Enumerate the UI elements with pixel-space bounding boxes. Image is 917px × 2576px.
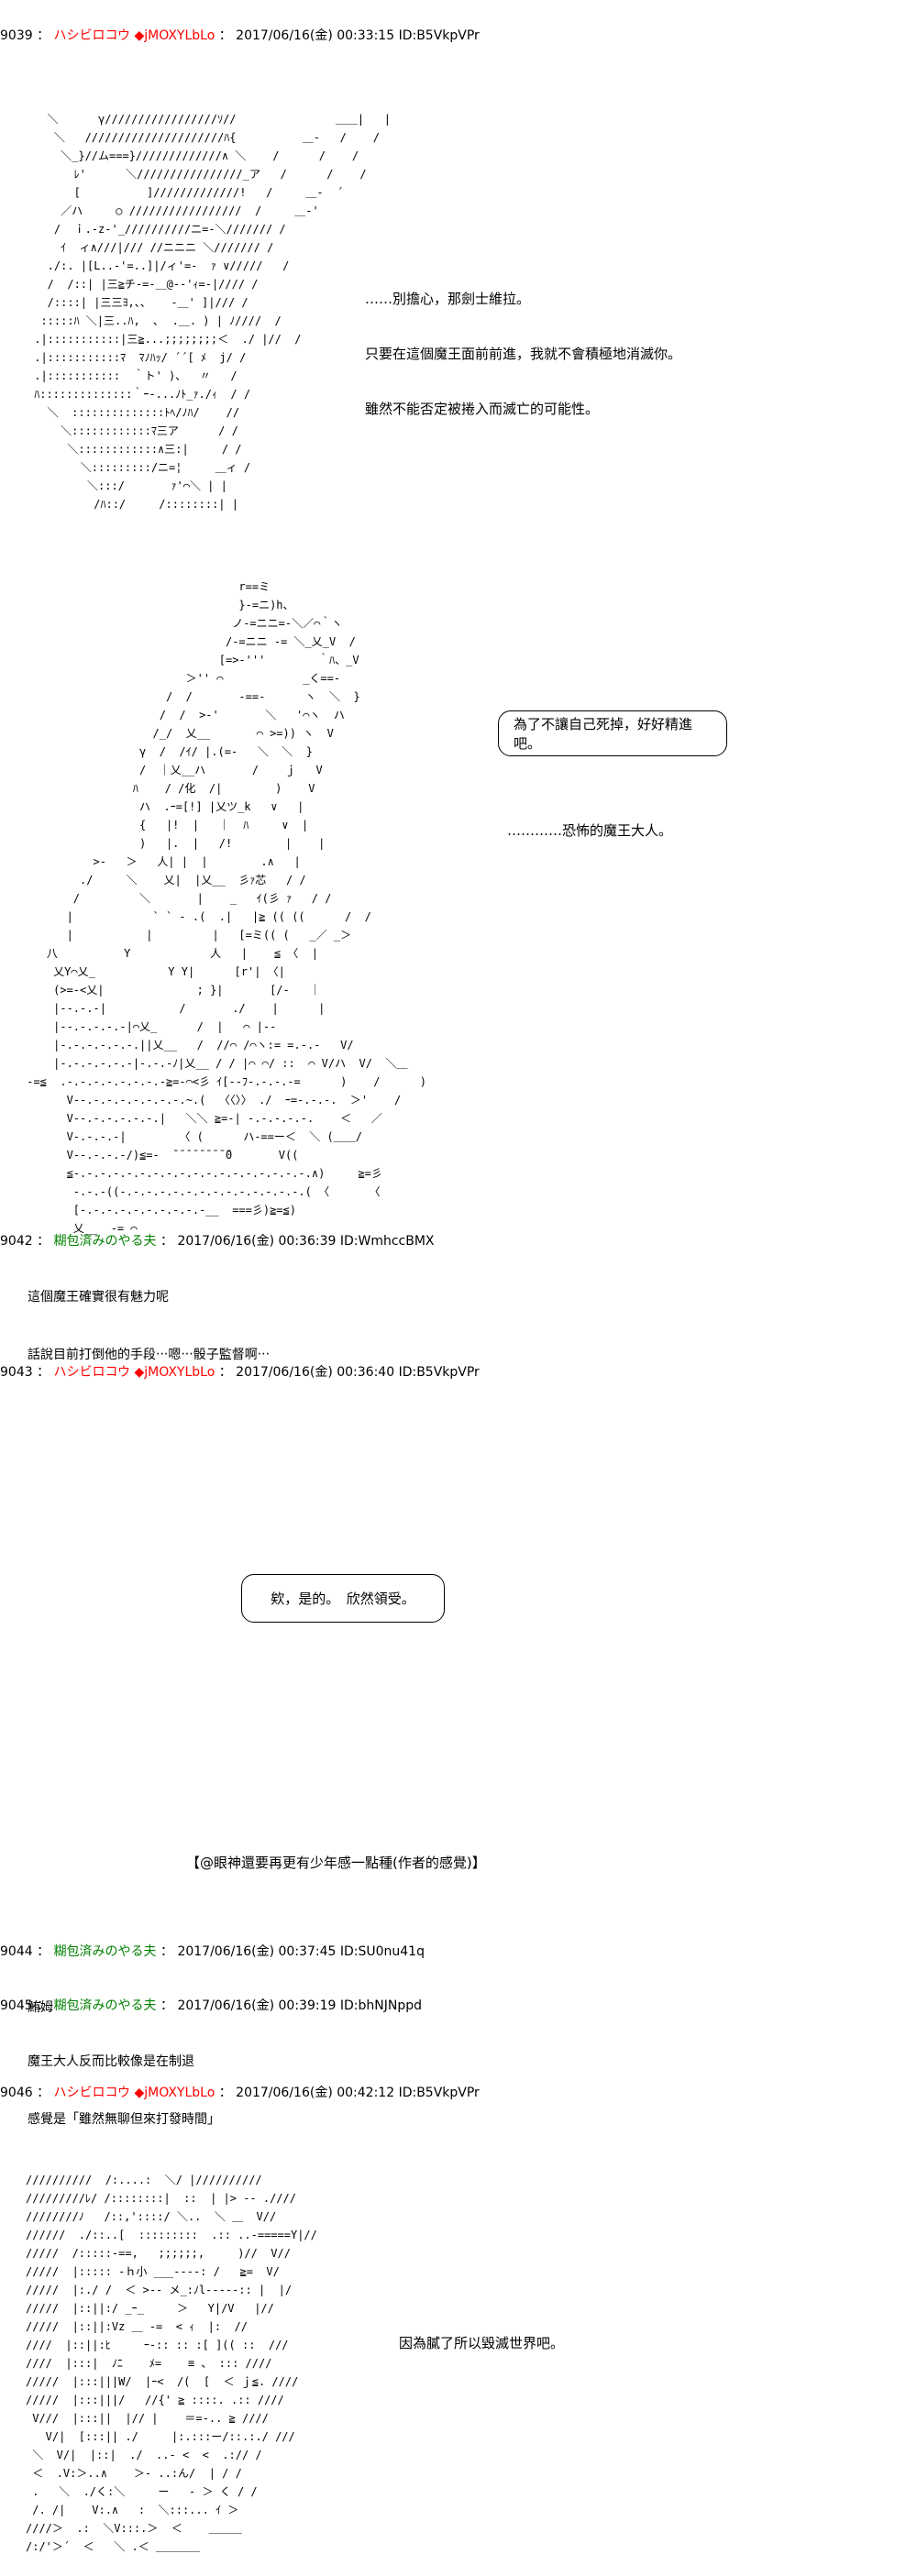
dialogue-line: ……別擔心，那劍士維拉。 xyxy=(365,291,531,307)
separator: ： xyxy=(37,1234,50,1249)
post-header: 9045 ： 糊包済みのやる夫 ： 2017/06/16(金) 00:39:19… xyxy=(0,1996,422,2014)
post-number: 9044 xyxy=(0,1944,33,1959)
post-header: 9046 ： ハシビロコウ ◆jMOXYLbLo ： 2017/06/16(金)… xyxy=(0,2083,480,2101)
separator: ： xyxy=(218,2086,232,2100)
post-number: 9043 xyxy=(0,1365,33,1380)
post-line: 這個魔王確實很有魅力呢 xyxy=(28,1290,169,1305)
post-line: 話說目前打倒他的手段‧‧‧嗯‧‧‧骰子監督啊‧‧‧ xyxy=(28,1348,271,1362)
speech-bubble: 欸，是的。 欣然領受。 xyxy=(241,1574,445,1623)
post-line: 鮪姆 xyxy=(28,2000,53,2015)
post-date: 2017/06/16(金) 00:33:15 xyxy=(236,28,395,43)
separator: ： xyxy=(160,1998,173,2013)
post-header: 9039 ： ハシビロコウ ◆jMOXYLbLo ： 2017/06/16(金)… xyxy=(0,26,480,44)
post-number: 9039 xyxy=(0,28,33,43)
post-id: ID:B5VkpVPr xyxy=(398,28,480,43)
post-id: ID:SU0nu41q xyxy=(339,1944,425,1959)
post-id: ID:B5VkpVPr xyxy=(398,2086,480,2100)
bubble-text: 為了不讓自己死掉，好好精進吧。 xyxy=(514,716,693,752)
speech-bubble: 為了不讓自己死掉，好好精進吧。 xyxy=(498,710,727,756)
ascii-art-scene-4: ////////// /:....: ＼/ |////////// //////… xyxy=(26,2174,317,2553)
ascii-art-scene-1: ＼ γ/////////////////ｿ// ＿＿| | ＼ ////////… xyxy=(34,113,392,511)
separator: ： xyxy=(37,28,50,43)
poster-name[interactable]: ハシビロコウ xyxy=(53,2086,130,2100)
tripcode: ◆jMOXYLbLo xyxy=(134,2086,215,2100)
post-header: 9043 ： ハシビロコウ ◆jMOXYLbLo ： 2017/06/16(金)… xyxy=(0,1362,480,1381)
post-date: 2017/06/16(金) 00:42:12 xyxy=(236,2086,395,2100)
separator: ： xyxy=(218,1365,232,1380)
bubble-text: 欸，是的。 欣然領受。 xyxy=(271,1591,415,1607)
post-body: 魔王大人反而比較像是在制退 感覺是「雖然無聊但來打發時間」 xyxy=(28,2014,220,2149)
post-date: 2017/06/16(金) 00:36:40 xyxy=(236,1365,395,1380)
post-id: ID:B5VkpVPr xyxy=(398,1365,480,1380)
separator: ： xyxy=(37,2086,50,2100)
dialogue-line: 因為膩了所以毀滅世界吧。 xyxy=(399,2335,565,2351)
separator: ： xyxy=(37,1998,50,2013)
post-date: 2017/06/16(金) 00:36:39 xyxy=(177,1234,337,1249)
post-date: 2017/06/16(金) 00:37:45 xyxy=(177,1944,337,1959)
poster-name[interactable]: 糊包済みのやる夫 xyxy=(53,1944,157,1959)
separator: ： xyxy=(37,1944,50,1959)
post-header: 9044 ： 糊包済みのやる夫 ： 2017/06/16(金) 00:37:45… xyxy=(0,1942,425,1960)
ascii-art-scene-2: r==ミ }-=ニ)h、 ノ-=ニニ=-＼／⌒｀ヽ /-=ニニ -= ＼_乂_V… xyxy=(27,580,427,1235)
post-line: 感覺是「雖然無聊但來打發時間」 xyxy=(28,2112,220,2127)
poster-name[interactable]: ハシビロコウ xyxy=(53,28,130,43)
post-id: ID:bhNJNppd xyxy=(339,1998,422,2013)
post-body: 這個魔王確實很有魅力呢 話說目前打倒他的手段‧‧‧嗯‧‧‧骰子監督啊‧‧‧ xyxy=(28,1249,270,1384)
poster-name[interactable]: ハシビロコウ xyxy=(53,1365,130,1380)
post-date: 2017/06/16(金) 00:39:19 xyxy=(177,1998,337,2013)
post-line: 魔王大人反而比較像是在制退 xyxy=(28,2054,194,2069)
poster-name[interactable]: 糊包済みのやる夫 xyxy=(53,1234,157,1249)
post-number: 9046 xyxy=(0,2086,33,2100)
post-number: 9042 xyxy=(0,1234,33,1249)
tripcode: ◆jMOXYLbLo xyxy=(134,28,215,43)
post-header: 9042 ： 糊包済みのやる夫 ： 2017/06/16(金) 00:36:39… xyxy=(0,1231,435,1249)
post-id: ID:WmhccBMX xyxy=(339,1234,435,1249)
separator: ： xyxy=(37,1365,50,1380)
poster-name[interactable]: 糊包済みのやる夫 xyxy=(53,1998,157,2013)
dialogue-line: 雖然不能否定被捲入而滅亡的可能性。 xyxy=(365,401,600,417)
author-note: 【@眼神還要再更有少年感一點種(作者的感覺)】 xyxy=(186,1855,486,1871)
post-number: 9045 xyxy=(0,1998,33,2013)
dialogue-line: …………恐怖的魔王大人。 xyxy=(507,822,673,839)
separator: ： xyxy=(160,1944,173,1959)
post-body: 鮪姆 xyxy=(28,1960,53,2037)
tripcode: ◆jMOXYLbLo xyxy=(134,1365,215,1380)
dialogue-line: 只要在這個魔王面前前進，我就不會積極地消滅你。 xyxy=(365,346,682,362)
separator: ： xyxy=(218,28,232,43)
separator: ： xyxy=(160,1234,173,1249)
